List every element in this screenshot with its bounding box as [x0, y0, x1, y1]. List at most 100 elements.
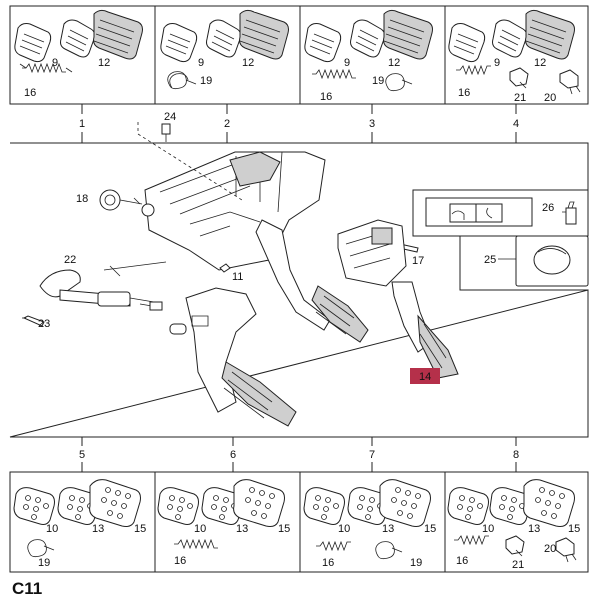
label-15: 15 [134, 523, 146, 535]
pedal-pad-icon [239, 9, 289, 60]
label-16: 16 [456, 555, 468, 567]
callout-26: 26 [542, 202, 554, 214]
label-9: 9 [198, 57, 204, 69]
top-panel-3[interactable]: 9 12 19 16 [304, 9, 433, 103]
label-10: 10 [46, 523, 58, 535]
lubricant-can-icon [562, 201, 577, 225]
bottom-panel-7[interactable]: 10 13 15 16 19 [303, 479, 436, 569]
rubber-pad-icon [523, 479, 575, 527]
info-box: 26 25 [412, 189, 589, 291]
label-20: 20 [544, 92, 556, 104]
rubber-pad-icon [303, 487, 345, 525]
label-10: 10 [338, 523, 350, 535]
column-number: 8 [513, 449, 519, 461]
label-13: 13 [236, 523, 248, 535]
pedal-pad-icon [60, 19, 96, 58]
screw-11[interactable] [219, 263, 231, 273]
label-13: 13 [92, 523, 104, 535]
rubber-pad-icon [157, 487, 199, 525]
top-panel-2[interactable]: 9 12 19 [160, 9, 289, 90]
spring-icon [174, 538, 218, 550]
label-19: 19 [372, 75, 384, 87]
spring-icon [454, 534, 489, 546]
sensor-icon [555, 537, 577, 563]
pedal-pad-icon [448, 23, 486, 63]
plug-24[interactable] [137, 122, 243, 201]
highlight-box [410, 368, 440, 384]
callout-23: 23 [38, 318, 50, 330]
rubber-pad-icon [489, 487, 531, 525]
bottom-panel-5[interactable]: 10 13 15 19 [13, 479, 146, 569]
rubber-pad-icon [89, 479, 141, 527]
label-16: 16 [458, 87, 470, 99]
label-13: 13 [382, 523, 394, 535]
label-15: 15 [278, 523, 290, 535]
bottom-panels: 10 13 15 19 10 13 15 16 [9, 471, 589, 573]
column-number: 7 [369, 449, 375, 461]
rubber-pad-icon [379, 479, 431, 527]
clutch-pedal-lever[interactable] [169, 287, 297, 427]
rubber-pad-icon [233, 479, 285, 527]
rubber-pad-icon [201, 487, 243, 525]
label-16: 16 [322, 557, 334, 569]
clip-icon [385, 73, 413, 92]
sensor-icon [505, 535, 525, 557]
column-number: 6 [230, 449, 236, 461]
label-19: 19 [410, 557, 422, 569]
callout-17: 17 [412, 255, 424, 267]
label-9: 9 [344, 57, 350, 69]
pedal-bracket-housing[interactable] [133, 151, 326, 271]
bottom-panel-frame [9, 471, 589, 573]
top-panels: 9 12 16 9 12 19 [9, 5, 589, 105]
main-assembly: 26 25 24 18 11 22 23 17 14 [9, 111, 589, 438]
top-column-markers: 1 2 3 4 [79, 104, 519, 143]
brake-pedal-lever[interactable] [255, 219, 369, 343]
spring-icon [316, 540, 351, 552]
bolt-23[interactable] [22, 315, 45, 327]
label-10: 10 [194, 523, 206, 535]
callout-24: 24 [164, 111, 176, 123]
label-12: 12 [98, 57, 110, 69]
label-16: 16 [320, 91, 332, 103]
top-panel-4[interactable]: 9 12 16 21 20 [448, 9, 581, 104]
label-12: 12 [388, 57, 400, 69]
pedal-pad-icon [206, 19, 242, 58]
pushrod-assembly[interactable] [39, 261, 167, 311]
cap-icon [533, 245, 571, 275]
spring-icon [456, 64, 491, 76]
cap-frame [515, 235, 589, 287]
label-13: 13 [528, 523, 540, 535]
callout-18: 18 [76, 193, 88, 205]
clip-icon [27, 539, 55, 558]
spring-icon [19, 62, 73, 74]
label-19: 19 [200, 75, 212, 87]
label-12: 12 [242, 57, 254, 69]
top-panel-1[interactable]: 9 12 16 [14, 9, 143, 99]
top-panel-frame [9, 5, 589, 105]
pedal-pad-icon [525, 9, 575, 60]
label-21: 21 [514, 92, 526, 104]
label-16: 16 [174, 555, 186, 567]
bottom-panel-8[interactable]: 10 13 15 16 21 20 [447, 479, 580, 571]
label-20: 20 [544, 543, 556, 555]
column-number: 1 [79, 118, 85, 130]
accelerator-pedal-module[interactable] [337, 219, 459, 379]
label-19: 19 [38, 557, 50, 569]
manual-book-icon [449, 203, 503, 223]
callout-14: 14 [419, 371, 431, 383]
label-9: 9 [494, 57, 500, 69]
bottom-panel-6[interactable]: 10 13 15 16 [157, 479, 290, 567]
callout-11: 11 [232, 271, 243, 283]
sensor-ring[interactable] [99, 189, 143, 211]
column-number: 5 [79, 449, 85, 461]
column-number: 4 [513, 118, 519, 130]
rubber-pad-icon [347, 487, 389, 525]
highlighted-part-14[interactable]: 14 [410, 368, 440, 384]
callout-25: 25 [484, 254, 496, 266]
pedal-pad-icon [383, 9, 433, 60]
sensor-icon [509, 67, 529, 89]
label-12: 12 [534, 57, 546, 69]
page-code: C11 [12, 579, 42, 598]
bottom-column-markers: 5 6 7 8 [79, 437, 519, 472]
